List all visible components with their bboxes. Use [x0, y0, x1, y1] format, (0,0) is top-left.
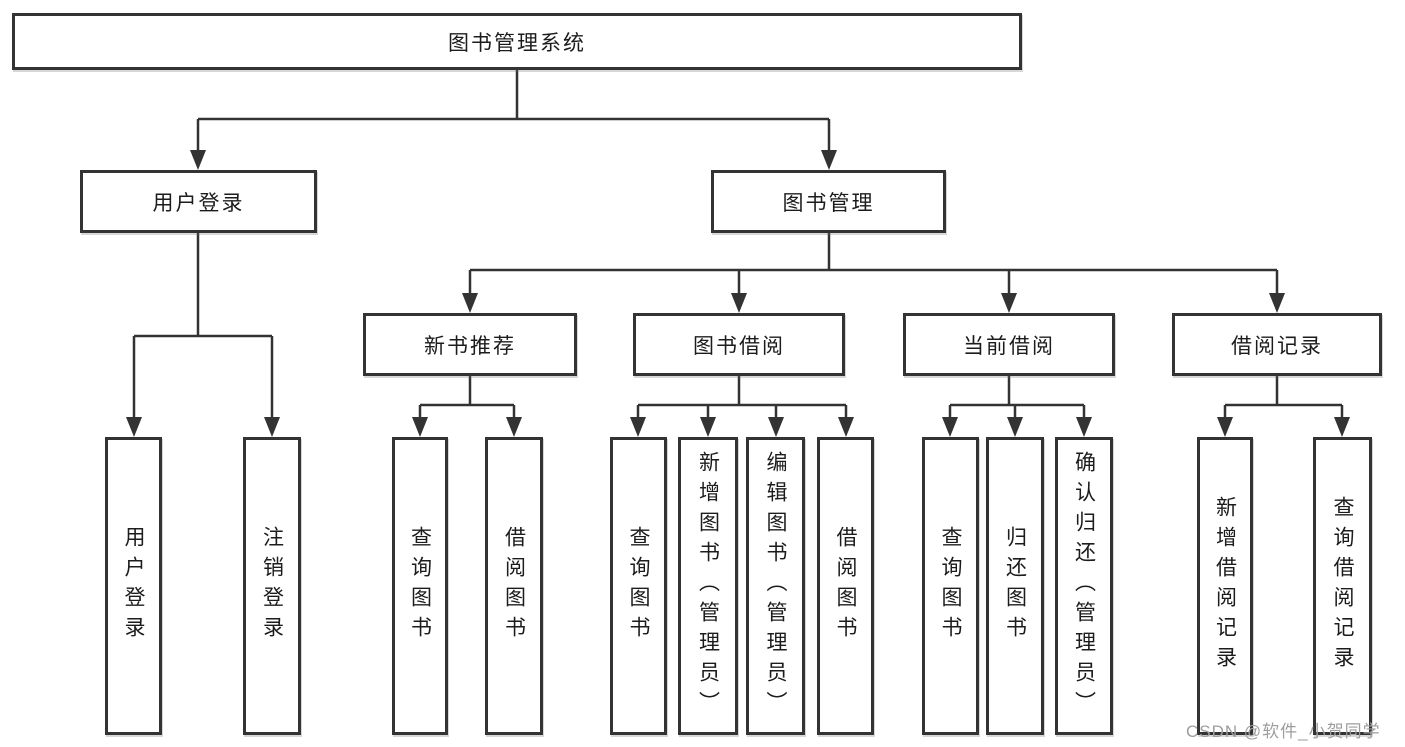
arrowhead	[838, 417, 854, 437]
arrowhead	[462, 293, 478, 313]
leaf-query-books-current: 查询图书	[922, 437, 979, 735]
leaf-logout: 注销登录	[243, 437, 301, 735]
arrowhead	[506, 417, 522, 437]
leaf-borrow-books: 借阅图书	[817, 437, 874, 735]
leaf-query-borrowing-record: 查询借阅记录	[1313, 437, 1372, 735]
watermark-text: CSDN @软件_小贺同学	[1186, 722, 1381, 741]
leaf-borrow-books-recommendation: 借阅图书	[485, 437, 543, 735]
leaf-add-books-admin: 新增图书（管理员）	[678, 437, 738, 735]
node-new-book-recommendation: 新书推荐	[363, 313, 577, 376]
arrowhead	[1007, 417, 1023, 437]
arrowhead	[768, 417, 784, 437]
arrowhead	[1334, 417, 1350, 437]
leaf-edit-books-admin: 编辑图书（管理员）	[746, 437, 805, 735]
arrowhead	[1076, 417, 1092, 437]
arrowhead	[942, 417, 958, 437]
connector-root-to-level2	[196, 70, 831, 156]
arrowhead	[412, 417, 428, 437]
node-book-borrowing: 图书借阅	[633, 313, 845, 376]
node-user-login: 用户登录	[80, 170, 317, 233]
node-book-management: 图书管理	[711, 170, 946, 233]
leaf-return-books: 归还图书	[986, 437, 1044, 735]
arrowhead	[190, 150, 206, 170]
connector-bookborrow-to-leaves	[636, 376, 848, 423]
arrowhead	[1217, 417, 1233, 437]
connector-newbookrec-to-leaves	[418, 376, 516, 423]
arrowhead	[630, 417, 646, 437]
node-borrowing-records: 借阅记录	[1172, 313, 1382, 376]
leaf-query-books-borrowing: 查询图书	[610, 437, 667, 735]
node-library-management-system: 图书管理系统	[12, 13, 1022, 70]
arrowhead	[264, 417, 280, 437]
connector-borrowrecord-to-leaves	[1223, 376, 1344, 423]
arrowhead	[1001, 293, 1017, 313]
arrowhead	[1269, 293, 1285, 313]
arrowhead	[821, 150, 837, 170]
node-current-borrowing: 当前借阅	[903, 313, 1115, 376]
leaf-confirm-return-admin: 确认归还（管理员）	[1055, 437, 1113, 735]
leaf-query-books-recommendation: 查询图书	[392, 437, 448, 735]
arrowhead	[700, 417, 716, 437]
arrowhead	[126, 417, 142, 437]
leaf-add-borrowing-record: 新增借阅记录	[1197, 437, 1253, 735]
connector-bookmgmt-to-level3	[468, 233, 1279, 299]
connector-currentborrow-to-leaves	[948, 376, 1086, 423]
arrowhead	[731, 293, 747, 313]
leaf-user-login: 用户登录	[105, 437, 162, 735]
connector-userlogin-to-leaves	[132, 233, 274, 423]
